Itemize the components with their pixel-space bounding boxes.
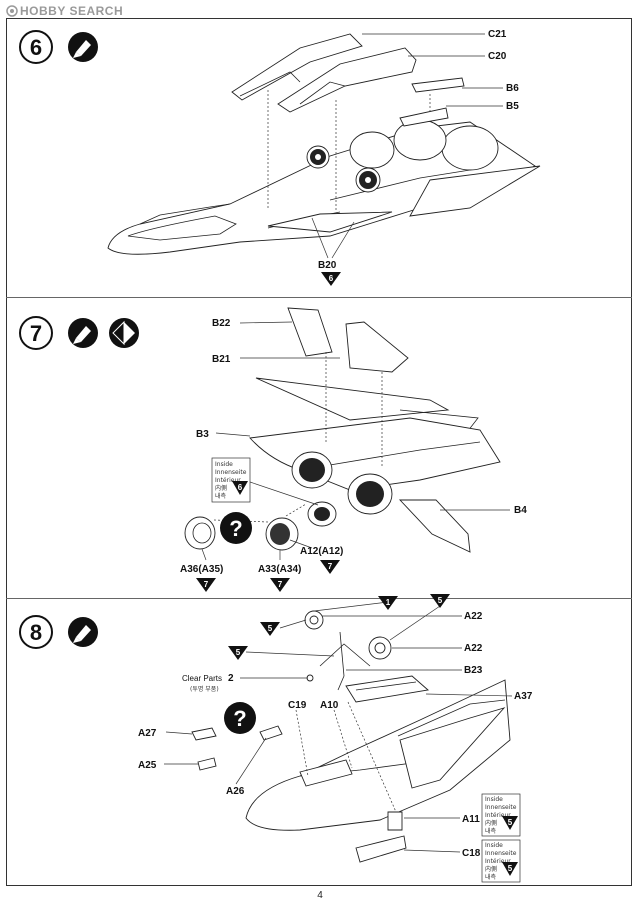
inside-note-line: 内側 [485,819,497,827]
paint-ref-badge: 7 [320,560,340,574]
part-label-a10: A10 [320,700,339,711]
inside-note-line: Innenseite [485,804,517,811]
part-label-a11: A11 [462,814,480,825]
clear-parts-text: Clear Parts [182,674,222,683]
inside-note-line: 内側 [215,484,227,492]
part-label-a22: A22 [464,611,483,622]
page-number: 4 [317,890,323,901]
step-number: 7 [30,321,42,346]
step-number-circle [19,30,53,64]
paint-ref-number: 5 [268,624,273,633]
part-label-c20: C20 [488,51,507,62]
step-divider [6,598,632,599]
inside-note-line: 내측 [485,827,497,835]
watermark-text: HOBBY SEARCH [20,4,124,18]
step-6: 6 [19,29,541,286]
step-7: 7 [19,307,527,592]
glue-icon [68,318,98,348]
part-label-b23: B23 [464,665,483,676]
glue-icon [68,617,98,647]
part-label-b4: B4 [514,505,527,516]
clear-parts-label: Clear Parts 2 (투명 부품) [182,673,234,693]
paint-ref-number: 5 [508,864,513,873]
inside-note-line: Inside [215,461,233,468]
part-label-b3: B3 [196,429,209,440]
part-label-b5: B5 [506,101,519,112]
inside-note-line: Innenseite [485,850,517,857]
step-number-circle [19,615,53,649]
svg-text:?: ? [229,516,242,541]
inside-note-line: 내측 [215,492,227,500]
inside-note: Inside Innenseite Intérieur 内側 내측 5 [481,793,521,837]
step-number-circle [19,316,53,350]
watermark: HOBBY SEARCH [6,4,123,18]
inside-note-line: Inside [485,842,503,849]
paint-ref-number: 6 [329,274,334,283]
paint-ref-number: 7 [278,580,283,589]
step-number: 6 [30,35,42,60]
paint-ref-badge: 5 [430,594,450,608]
part-label-a25: A25 [138,760,157,771]
part-label-a27: A27 [138,728,157,739]
paint-ref-badge: 6 [321,272,341,286]
inside-note-line: Innenseite [215,469,247,476]
direction-icon [109,318,139,348]
paint-ref-number: 5 [236,648,241,657]
part-label-a33: A33(A34) [258,564,301,575]
inside-note: Inside Innenseite Intérieur 内側 내측 5 [481,839,521,883]
step-8: 8 [19,594,533,883]
part-label-b20: B20 [318,260,337,271]
part-label-a26: A26 [226,786,245,797]
step-divider [6,297,632,298]
paint-ref-number: 1 [386,598,391,607]
part-label-a36: A36(A35) [180,564,223,575]
svg-text:?: ? [233,706,246,731]
inside-note-line: Intérieur [485,812,511,819]
glue-icon [68,32,98,62]
inside-note: Inside Innenseite Intérieur 内側 내측 6 [211,457,251,503]
part-label-b22: B22 [212,318,231,329]
clear-parts-count: 2 [228,673,234,684]
part-label-c21: C21 [488,29,507,40]
paint-ref-badge: 7 [270,578,290,592]
paint-ref-number: 5 [438,596,443,605]
paint-ref-badge: 5 [228,646,248,660]
part-label-a22: A22 [464,643,483,654]
paint-ref-badge: 7 [196,578,216,592]
paint-ref-badge: 5 [260,622,280,636]
inside-note-line: 내측 [485,873,497,881]
inside-note-line: Intérieur [215,477,241,484]
part-label-b6: B6 [506,83,519,94]
inside-note-line: Inside [485,796,503,803]
page-frame [6,18,632,886]
question-icon: ? [224,702,256,734]
paint-ref-number: 7 [204,580,209,589]
clear-parts-sub: (투명 부품) [190,685,219,693]
question-icon: ? [220,512,252,544]
paint-ref-badge: 1 [378,596,398,610]
inside-note-line: 内側 [485,865,497,873]
paint-ref-number: 6 [238,483,243,492]
part-label-a12: A12(A12) [300,546,343,557]
paint-ref-number: 5 [508,818,513,827]
inside-note-line: Intérieur [485,858,511,865]
part-label-c19: C19 [288,700,307,711]
paint-ref-number: 7 [328,562,333,571]
part-label-c18: C18 [462,848,481,859]
step-number: 8 [30,620,42,645]
part-label-b21: B21 [212,354,231,365]
hobbysearch-logo-icon [6,5,18,17]
part-label-a37: A37 [514,691,533,702]
